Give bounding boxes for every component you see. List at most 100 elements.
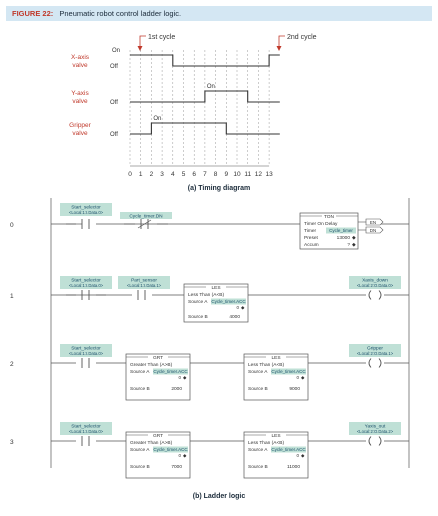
- signal-trace-1: [130, 90, 280, 103]
- timing-tick-label: 6: [192, 171, 196, 178]
- svg-text:<Local:1:I.Data.0>: <Local:1:I.Data.0>: [69, 429, 104, 434]
- contact-tag-start-selector: [60, 203, 112, 216]
- second-cycle-label: 2nd cycle: [287, 34, 317, 41]
- svg-text:<Local:2:O.Data.0>: <Local:2:O.Data.0>: [357, 283, 394, 288]
- rung-number: 3: [10, 439, 14, 446]
- rung-2: 2 Start_selector <Local:1:I.Data.0> GRT …: [10, 344, 409, 401]
- svg-text:9000: 9000: [289, 386, 300, 392]
- first-cycle-label: 1st cycle: [148, 34, 175, 41]
- svg-text:4000: 4000: [229, 314, 240, 320]
- xic-contact-part-sensor[interactable]: [132, 290, 152, 300]
- timing-tick-label: 3: [160, 171, 164, 178]
- svg-text:Part_sensor: Part_sensor: [131, 278, 157, 284]
- svg-text:0: 0: [296, 375, 299, 380]
- timing-tick-label: 12: [255, 171, 263, 178]
- timing-caption: (a) Timing diagram: [188, 185, 251, 192]
- signal-trace-0: [130, 54, 280, 67]
- second-cycle-marker: 2nd cycle: [276, 34, 317, 51]
- contact-tag-part-sensor: [118, 276, 170, 289]
- svg-text:Less Than (A<B): Less Than (A<B): [248, 362, 284, 368]
- contact-tag-cycle-timer-dn: [120, 212, 172, 219]
- svg-text:TON: TON: [324, 214, 335, 220]
- timing-tick-label: 2: [150, 171, 154, 178]
- svg-text:Less Than (A<B): Less Than (A<B): [248, 440, 284, 446]
- svg-text:Cycle_timer.ACC: Cycle_timer.ACC: [153, 369, 188, 374]
- svg-text:Timer On Delay: Timer On Delay: [304, 221, 338, 227]
- svg-text:Gripper: Gripper: [367, 346, 383, 352]
- svg-text:<Local:2:O.Data.1>: <Local:2:O.Data.1>: [357, 351, 394, 356]
- svg-text:0: 0: [178, 453, 181, 458]
- signal-on-label: On: [153, 116, 161, 122]
- svg-text:◆: ◆: [301, 375, 305, 380]
- svg-text:Cycle_timer.ACC: Cycle_timer.ACC: [271, 369, 306, 374]
- output-coil-gripper[interactable]: [366, 358, 384, 368]
- ton-dn-output: DN: [370, 228, 377, 233]
- les-compare-block[interactable]: LES Less Than (A<B) Source A Cycle_timer…: [243, 431, 309, 479]
- svg-text:Source B: Source B: [188, 314, 208, 320]
- coil-tag-xaxis-down: [349, 276, 401, 289]
- signal-trace-2: [130, 122, 280, 135]
- svg-text:Less Than (A<B): Less Than (A<B): [188, 292, 224, 298]
- signal-off-label: Off: [110, 100, 118, 106]
- svg-text:LES: LES: [271, 355, 280, 361]
- svg-text:Greater Than (A>B): Greater Than (A>B): [130, 362, 173, 368]
- svg-text:2000: 2000: [171, 386, 182, 392]
- svg-text:Source A: Source A: [188, 299, 208, 305]
- figure-number: FIGURE 22:: [12, 9, 54, 18]
- ton-timer-block[interactable]: TON Timer On Delay Timer Cycle_timer Pre…: [299, 212, 384, 250]
- figure-title: Pneumatic robot control ladder logic.: [59, 9, 182, 18]
- signal-on-label: On: [112, 48, 120, 54]
- svg-text:Preset: Preset: [304, 235, 319, 241]
- svg-text:Greater Than (A>B): Greater Than (A>B): [130, 440, 173, 446]
- svg-text:13000: 13000: [337, 235, 351, 241]
- svg-text:Source B: Source B: [248, 386, 268, 392]
- svg-text:LES: LES: [271, 433, 280, 439]
- rung-number: 0: [10, 222, 14, 229]
- signal-on-label: On: [207, 84, 215, 90]
- xic-contact-start-selector[interactable]: [76, 436, 96, 446]
- svg-text:Start_selector: Start_selector: [71, 205, 101, 211]
- svg-text:Source A: Source A: [248, 369, 268, 375]
- contact-tag-start-selector: [60, 422, 112, 435]
- grt-compare-block[interactable]: GRT Greater Than (A>B) Source A Cycle_ti…: [125, 353, 191, 401]
- timing-tick-label: 10: [233, 171, 241, 178]
- svg-text:Cycle_timer.ACC: Cycle_timer.ACC: [211, 299, 246, 304]
- output-coil-yaxis-out[interactable]: [366, 436, 384, 446]
- output-coil-xaxis-down[interactable]: [366, 290, 384, 300]
- timing-tick-label: 11: [244, 171, 251, 178]
- svg-text:<Local:1:I.Data.1>: <Local:1:I.Data.1>: [127, 283, 162, 288]
- les-compare-block[interactable]: LES Less Than (A<B) Source A Cycle_timer…: [243, 353, 309, 401]
- svg-text:Xaxis_down: Xaxis_down: [362, 278, 388, 284]
- svg-text:Timer: Timer: [304, 228, 316, 234]
- svg-text:<Local:1:I.Data.0>: <Local:1:I.Data.0>: [69, 210, 104, 215]
- timing-tick-label: 0: [128, 171, 132, 178]
- svg-text:◆: ◆: [301, 453, 305, 458]
- signal-off-label: Off: [110, 132, 118, 138]
- svg-text:Cycle_timer.ACC: Cycle_timer.ACC: [271, 447, 306, 452]
- svg-text:Accum: Accum: [304, 242, 319, 248]
- xic-contact-start-selector[interactable]: [66, 290, 106, 300]
- les-compare-block[interactable]: LES Less Than (A<B) Source A Cycle_timer…: [183, 283, 249, 323]
- xio-contact-cycle-timer-dn[interactable]: [124, 219, 168, 229]
- coil-tag-gripper: [349, 344, 401, 357]
- svg-text:11000: 11000: [287, 464, 300, 470]
- svg-text:7000: 7000: [171, 464, 182, 470]
- svg-text:LES: LES: [211, 285, 220, 291]
- svg-text:<Local:2:O.Data.2>: <Local:2:O.Data.2>: [357, 429, 394, 434]
- svg-text:0: 0: [236, 305, 239, 310]
- svg-text:◆: ◆: [352, 242, 356, 248]
- svg-text:◆: ◆: [183, 375, 187, 380]
- signal-name: valve: [72, 98, 88, 105]
- rung-number: 1: [10, 293, 14, 300]
- signal-name: valve: [72, 62, 88, 69]
- xic-contact-start-selector[interactable]: [76, 358, 96, 368]
- xic-contact-start-selector[interactable]: [66, 219, 96, 229]
- svg-text:<Local:1:I.Data.0>: <Local:1:I.Data.0>: [69, 351, 104, 356]
- grt-compare-block[interactable]: GRT Greater Than (A>B) Source A Cycle_ti…: [125, 431, 191, 479]
- svg-text:Start_selector: Start_selector: [71, 424, 101, 430]
- timing-signals: [130, 54, 280, 135]
- svg-text:0: 0: [296, 453, 299, 458]
- signal-name: Y-axis: [71, 90, 89, 97]
- signal-name: X-axis: [71, 54, 90, 61]
